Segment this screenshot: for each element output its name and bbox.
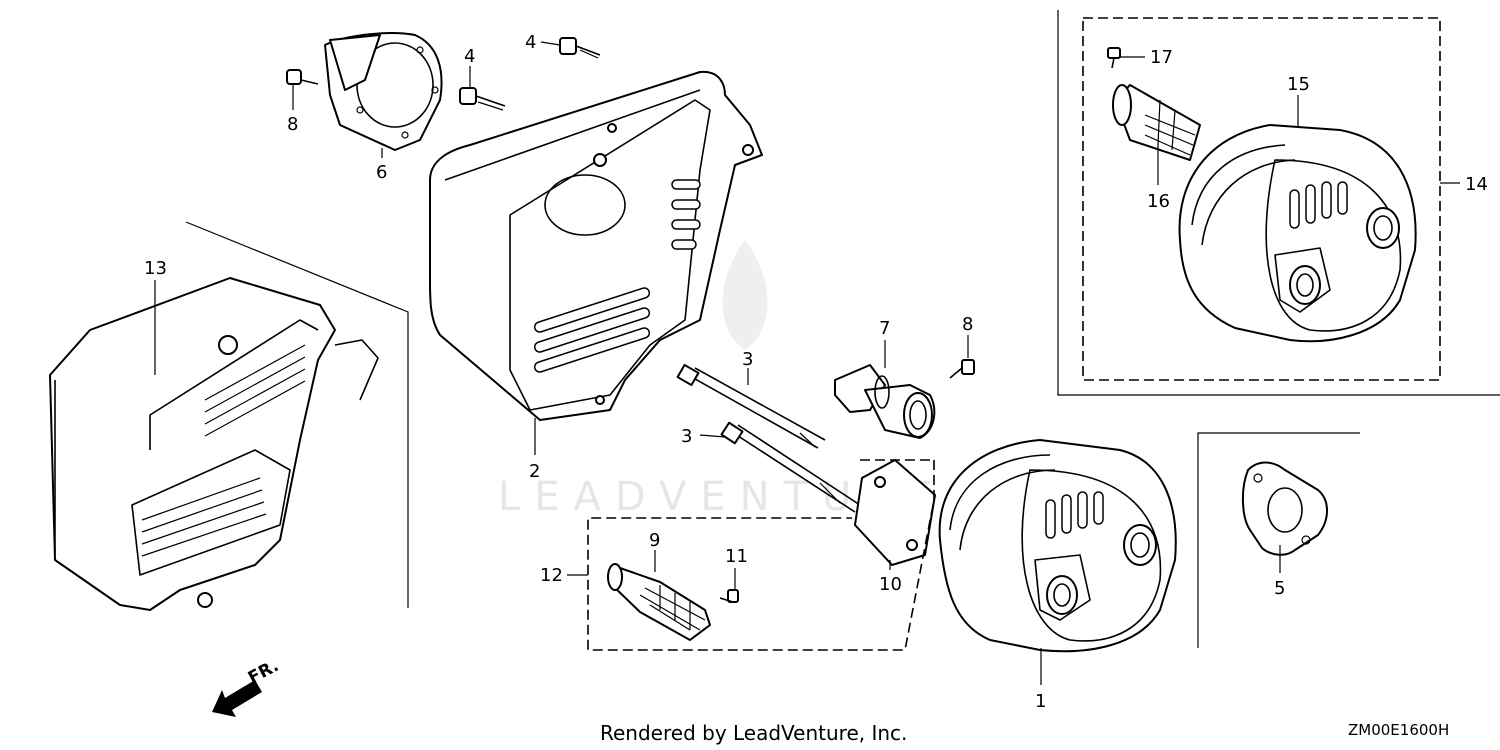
part-17-screw xyxy=(1107,47,1121,69)
callouts: 1 2 3 3 4 4 5 6 7 8 8 9 10 11 12 13 14 1… xyxy=(144,32,1488,712)
part-12-spark-arrester-set-outline xyxy=(587,459,935,651)
part-16-spark-arrester xyxy=(1112,84,1201,161)
callout-10: 10 xyxy=(879,574,902,595)
part-3-bolts xyxy=(676,363,861,513)
callout-1: 1 xyxy=(1035,691,1046,712)
part-1-muffler xyxy=(938,439,1177,653)
callout-14: 14 xyxy=(1465,174,1488,195)
callout-16: 16 xyxy=(1147,191,1170,212)
callout-6: 6 xyxy=(376,162,387,183)
callout-15: 15 xyxy=(1287,74,1310,95)
leader-lines xyxy=(154,41,1460,685)
part-8-bolt-left xyxy=(286,69,319,85)
part-5-gasket xyxy=(1197,432,1360,648)
part-2-muffler-cover xyxy=(429,70,763,421)
part-4-bolt-lower xyxy=(459,87,506,111)
part-11-screw xyxy=(719,589,739,603)
front-arrow-icon xyxy=(212,680,262,717)
callout-4-lower: 4 xyxy=(464,46,475,67)
part-8-bolt-right xyxy=(949,359,975,379)
part-7-joint xyxy=(834,364,936,439)
callout-3-lower: 3 xyxy=(681,426,692,447)
rendered-by-credit: Rendered by LeadVenture, Inc. xyxy=(600,721,907,745)
callout-3-upper: 3 xyxy=(742,349,753,370)
diagram-code: ZM00E1600H xyxy=(1348,721,1449,739)
part-13-muffler-protector xyxy=(49,221,409,611)
part-6-deflector xyxy=(324,32,443,151)
callout-7: 7 xyxy=(879,318,890,339)
front-direction-indicator: FR. xyxy=(212,656,282,717)
callout-2: 2 xyxy=(529,461,540,482)
arrester-mesh xyxy=(639,585,706,631)
kit-arrester-mesh xyxy=(1144,99,1196,156)
part-4-bolt-upper xyxy=(559,37,601,59)
protector-slots-upper xyxy=(204,344,306,437)
callout-9: 9 xyxy=(649,530,660,551)
callout-8-right: 8 xyxy=(962,314,973,335)
cover-slots xyxy=(533,179,701,373)
part-15-muffler xyxy=(1178,124,1417,343)
callout-5: 5 xyxy=(1274,578,1285,599)
part-9-spark-arrester xyxy=(607,563,711,641)
callout-13: 13 xyxy=(144,258,167,279)
callout-17: 17 xyxy=(1150,47,1173,68)
callout-8-left: 8 xyxy=(287,114,298,135)
part-14-muffler-kit-outline xyxy=(1057,10,1500,396)
protector-slots-lower xyxy=(141,477,267,557)
callout-12: 12 xyxy=(540,565,563,586)
callout-4-upper: 4 xyxy=(525,32,536,53)
callout-11: 11 xyxy=(725,546,748,567)
